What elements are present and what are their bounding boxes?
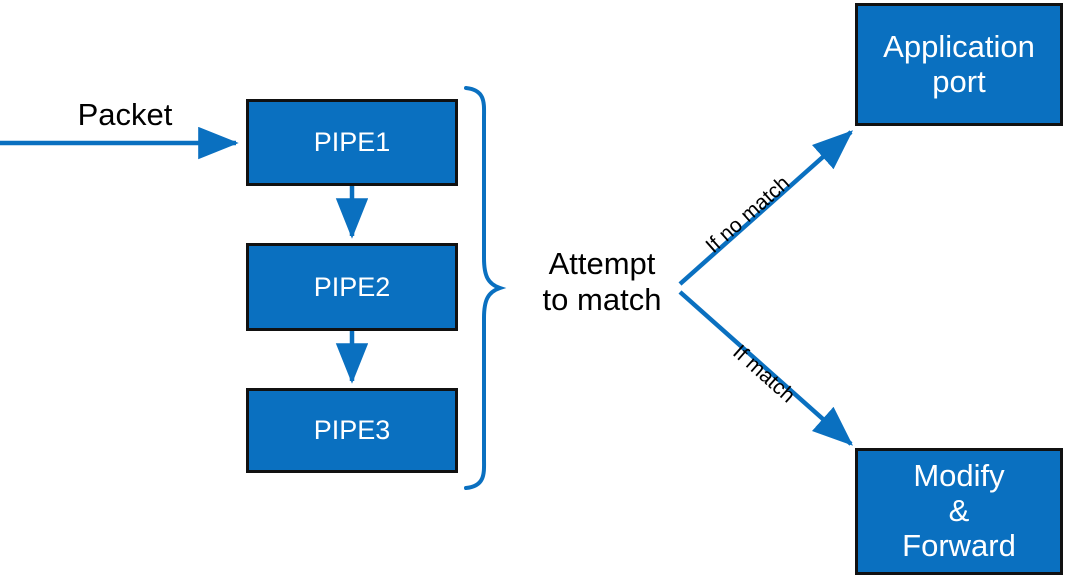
branch-match-arrow xyxy=(678,290,854,446)
application-port-box[interactable]: Application port xyxy=(855,3,1063,126)
modify-and-forward-box[interactable]: Modify & Forward xyxy=(855,448,1063,575)
pipe3-box[interactable]: PIPE3 xyxy=(246,388,458,473)
attempt-to-match-label: Attempt to match xyxy=(542,246,662,317)
pipe2-box[interactable]: PIPE2 xyxy=(246,243,458,331)
packet-label: Packet xyxy=(77,97,173,132)
branch-no-match-arrow xyxy=(678,130,854,286)
pipeline-group-brace xyxy=(464,86,507,490)
pipe1-box[interactable]: PIPE1 xyxy=(246,99,458,186)
